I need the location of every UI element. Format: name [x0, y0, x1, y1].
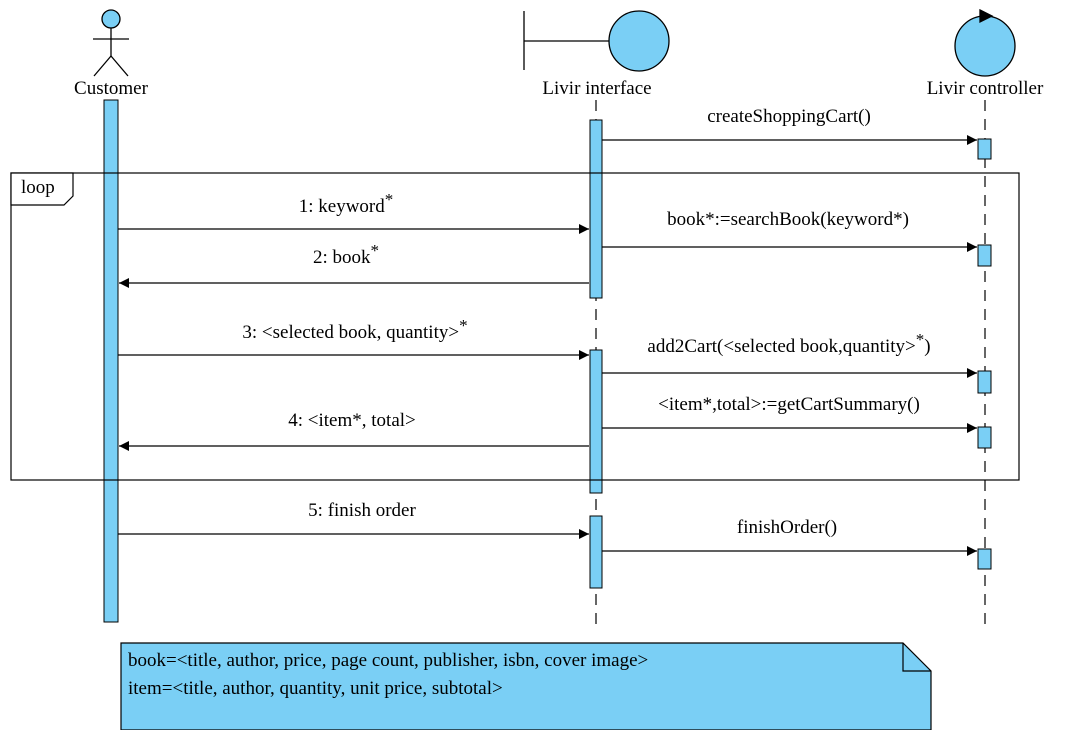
customer-activation-bar — [103, 99, 119, 623]
superscript: * — [385, 190, 394, 209]
loop-fragment-tab — [10, 172, 74, 206]
controller-activation-bar — [977, 138, 992, 160]
controller-activation-bar — [977, 370, 992, 394]
boundary-icon — [523, 10, 670, 72]
controller-icon — [954, 8, 1016, 77]
loop-fragment — [10, 172, 1020, 481]
message-label: finishOrder() — [737, 517, 837, 538]
customer-actor-icon — [93, 9, 129, 77]
customer-label: Customer — [74, 78, 149, 99]
superscript: * — [916, 330, 925, 349]
controller-activation-bar — [977, 426, 992, 449]
loop-label: loop — [21, 177, 55, 198]
interface-activation-bar — [589, 349, 603, 494]
note-box — [120, 642, 932, 730]
message-label: 3: <selected book, quantity>* — [242, 316, 467, 343]
superscript: * — [459, 316, 468, 335]
note-line-1: book=<title, author, price, page count, … — [128, 650, 648, 671]
message-label: <item*,total>:=getCartSummary() — [658, 394, 920, 415]
message-label: 5: finish order — [308, 500, 416, 521]
interface-label: Livir interface — [542, 78, 651, 99]
message-label: book*:=searchBook(keyword*) — [667, 209, 909, 230]
message-label: 4: <item*, total> — [288, 410, 416, 431]
message-label: 1: keyword* — [299, 190, 394, 217]
controller-activation-bar — [977, 244, 992, 267]
controller-label: Livir controller — [927, 78, 1044, 99]
note-fold-icon — [902, 643, 931, 672]
interface-activation-bar — [589, 515, 603, 589]
interface-activation-bar — [589, 119, 603, 299]
controller-activation-bar — [977, 548, 992, 570]
message-label: add2Cart(<selected book,quantity>*) — [647, 330, 930, 357]
message-label: 2: book* — [313, 241, 379, 268]
note-line-2: item=<title, author, quantity, unit pric… — [128, 678, 503, 699]
message-label: createShoppingCart() — [707, 106, 871, 127]
superscript: * — [371, 241, 380, 260]
